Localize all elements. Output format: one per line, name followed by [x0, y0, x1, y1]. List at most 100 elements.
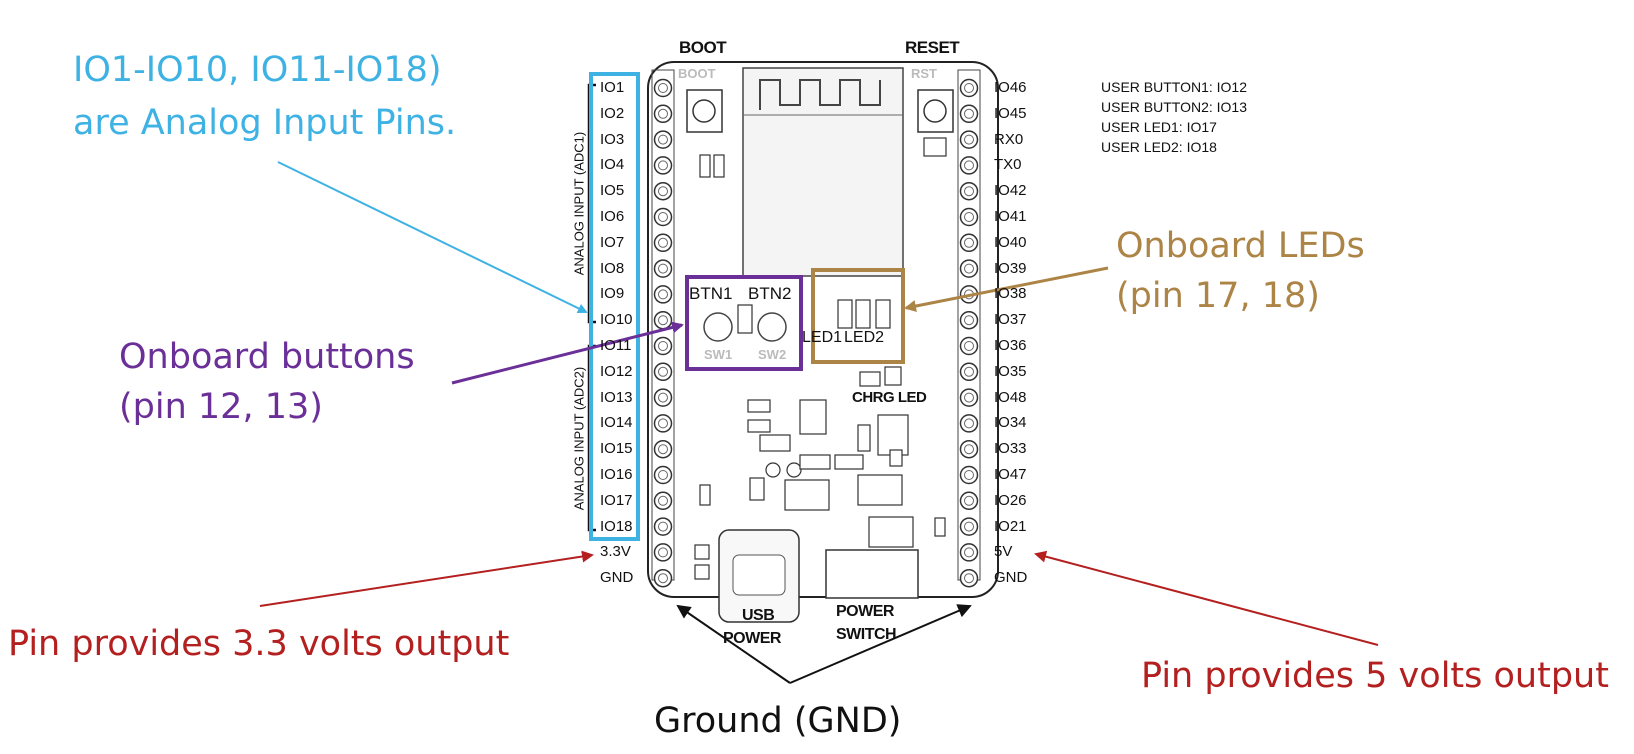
btn2-cap: [757, 312, 787, 342]
pin-label: IO36: [994, 337, 1027, 354]
pin-hole-inner: [658, 263, 668, 274]
pin-hole: [959, 362, 979, 382]
buttons-callout-line2: (pin 12, 13): [119, 387, 323, 427]
pin-hole-inner: [964, 341, 974, 351]
pin-label: IO39: [994, 259, 1027, 277]
pin-hole-inner: [658, 341, 668, 351]
pin-label: IO12: [600, 362, 633, 380]
pin-label: IO13: [600, 388, 633, 406]
pin-hole: [653, 259, 673, 278]
pin-hole: [653, 130, 673, 149]
analog-arrow: [277, 161, 588, 313]
pin-label: IO45: [994, 104, 1027, 122]
pin-hole: [653, 336, 673, 356]
pin-hole-inner: [964, 521, 974, 532]
pin-hole: [653, 207, 673, 227]
leds-arrow: [904, 266, 1109, 312]
pin-label: 3.3V: [600, 543, 631, 561]
reset-label: RESET: [905, 38, 960, 57]
buttons-arrow: [451, 321, 684, 385]
pin-hole-inner: [964, 160, 974, 171]
user-io-line: USER BUTTON2: IO13: [1101, 99, 1248, 115]
pin-hole: [959, 181, 979, 201]
pin-hole-inner: [658, 418, 668, 429]
v5-arrow: [1034, 550, 1379, 646]
board-outline: [647, 61, 999, 598]
adc1-label: ANALOG INPUT (ADC1): [571, 131, 587, 276]
chrg-led-label: CHRG LED: [852, 389, 927, 406]
reset-button-cap: [923, 99, 947, 123]
pin-label: IO46: [994, 79, 1027, 96]
pin-hole-inner: [658, 134, 668, 145]
pin-hole: [959, 388, 979, 407]
pin-hole: [959, 104, 979, 124]
pin-hole-inner: [964, 418, 974, 429]
pin-hole: [653, 439, 673, 459]
pin-hole: [959, 543, 979, 562]
pin-hole: [959, 156, 979, 175]
pin-label: IO7: [600, 233, 625, 251]
pin-label: IO14: [600, 414, 633, 432]
pin-hole-inner: [964, 444, 974, 455]
user-io-line: USER LED2: IO18: [1101, 139, 1217, 155]
pin-label: IO9: [600, 285, 625, 303]
pin-hole-inner: [964, 108, 974, 119]
pin-hole: [959, 130, 979, 149]
pin-label: IO41: [994, 208, 1027, 225]
v33-callout: Pin provides 3.3 volts output: [8, 624, 510, 664]
pin-hole-inner: [964, 495, 974, 506]
pin-hole-inner: [658, 470, 668, 480]
pin-hole-inner: [658, 237, 668, 248]
pin-label: IO10: [600, 311, 633, 329]
pin-label: IO11: [600, 337, 632, 354]
pin-hole: [653, 233, 673, 253]
gnd-arrow-left: [676, 604, 791, 684]
pin-label: IO6: [600, 208, 625, 225]
pin-hole-inner: [964, 237, 974, 248]
pin-hole: [959, 414, 979, 433]
pin-hole: [653, 104, 673, 124]
pin-hole: [959, 78, 979, 98]
pin-hole: [959, 439, 979, 459]
pin-label: IO15: [600, 440, 633, 458]
wifi-module: [742, 67, 904, 277]
pin-label: GND: [600, 569, 634, 587]
user-io-line: USER LED1: IO17: [1101, 119, 1217, 135]
adc2-label: ANALOG INPUT (ADC2): [571, 366, 587, 511]
btn2-label: BTN2: [748, 284, 792, 303]
pin-hole-inner: [964, 186, 974, 197]
pin-hole: [653, 181, 673, 201]
pin-label: IO40: [994, 233, 1027, 251]
led2-label: LED2: [844, 329, 885, 346]
pin-label: IO35: [994, 362, 1027, 380]
pin-label: IO1: [600, 79, 625, 96]
user-io-line: USER BUTTON1: IO12: [1101, 79, 1248, 95]
pin-label: IO16: [600, 466, 633, 483]
pin-hole-inner: [964, 573, 974, 584]
pin-hole: [653, 517, 673, 536]
analog-pins-highlight: [589, 72, 640, 541]
ground-callout: Ground (GND): [654, 701, 902, 741]
pin-label: IO8: [600, 259, 625, 277]
btn1-cap: [703, 312, 733, 342]
pin-label: IO42: [994, 182, 1027, 200]
pin-hole: [653, 543, 673, 562]
pin-label: IO3: [600, 130, 625, 148]
pin-hole: [959, 491, 979, 511]
pin-hole-inner: [658, 366, 668, 377]
pin-hole-inner: [658, 315, 668, 326]
power-switch-label-line2: SWITCH: [836, 626, 897, 643]
pin-hole: [653, 78, 673, 98]
pin-hole: [959, 207, 979, 227]
pin-hole: [653, 568, 673, 588]
pin-hole-inner: [658, 289, 668, 300]
pin-hole-inner: [658, 547, 668, 558]
pin-hole: [653, 388, 673, 407]
pin-label: IO21: [994, 517, 1027, 535]
pin-hole: [959, 336, 979, 356]
pin-hole: [653, 310, 673, 330]
analog-callout-line2: are Analog Input Pins.: [73, 103, 457, 143]
